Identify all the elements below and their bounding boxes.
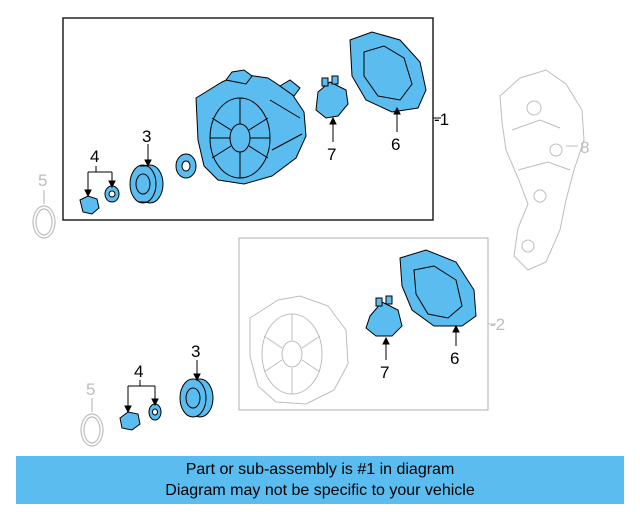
- banner-line-2: Diagram may not be specific to your vehi…: [165, 482, 475, 499]
- pulley-top[interactable]: [129, 164, 164, 204]
- callout-6-bottom: 6: [450, 349, 459, 368]
- alternator-faded: [249, 295, 349, 405]
- alternator-highlighted[interactable]: [195, 69, 307, 185]
- callout-4-bottom: 4: [134, 362, 143, 381]
- nut-bottom[interactable]: [119, 403, 162, 431]
- mounting-bracket: [499, 69, 585, 271]
- rear-cover-top[interactable]: [349, 31, 427, 113]
- leaders-bottom: [124, 324, 460, 414]
- callout-7-bottom: 7: [380, 363, 389, 382]
- seal-ring-top: [32, 190, 56, 239]
- callout-3-top: 3: [142, 127, 151, 146]
- nut-top[interactable]: [79, 185, 120, 215]
- callout-2: -2: [490, 315, 505, 334]
- banner-line-1: Part or sub-assembly is #1 in diagram: [185, 461, 455, 478]
- callout-1: -1: [434, 110, 449, 129]
- rear-cover-bottom[interactable]: [399, 249, 477, 327]
- regulator-top[interactable]: [315, 75, 349, 119]
- leaders-top: [84, 106, 441, 198]
- callout-8: 8: [580, 138, 589, 157]
- info-banner: Part or sub-assembly is #1 in diagram Di…: [16, 456, 624, 504]
- regulator-bottom[interactable]: [365, 295, 403, 337]
- callout-6-top: 6: [391, 135, 400, 154]
- spacer-top: [175, 153, 197, 179]
- callout-5-top: 5: [38, 171, 47, 190]
- seal-ring-bottom: [80, 398, 104, 447]
- callout-7-top: 7: [327, 145, 336, 164]
- callout-5-bottom: 5: [86, 380, 95, 399]
- callout-4-top: 4: [90, 147, 99, 166]
- callout-3-bottom: 3: [191, 342, 200, 361]
- pulley-bottom[interactable]: [179, 378, 214, 418]
- assembly-1-frame: [62, 17, 434, 221]
